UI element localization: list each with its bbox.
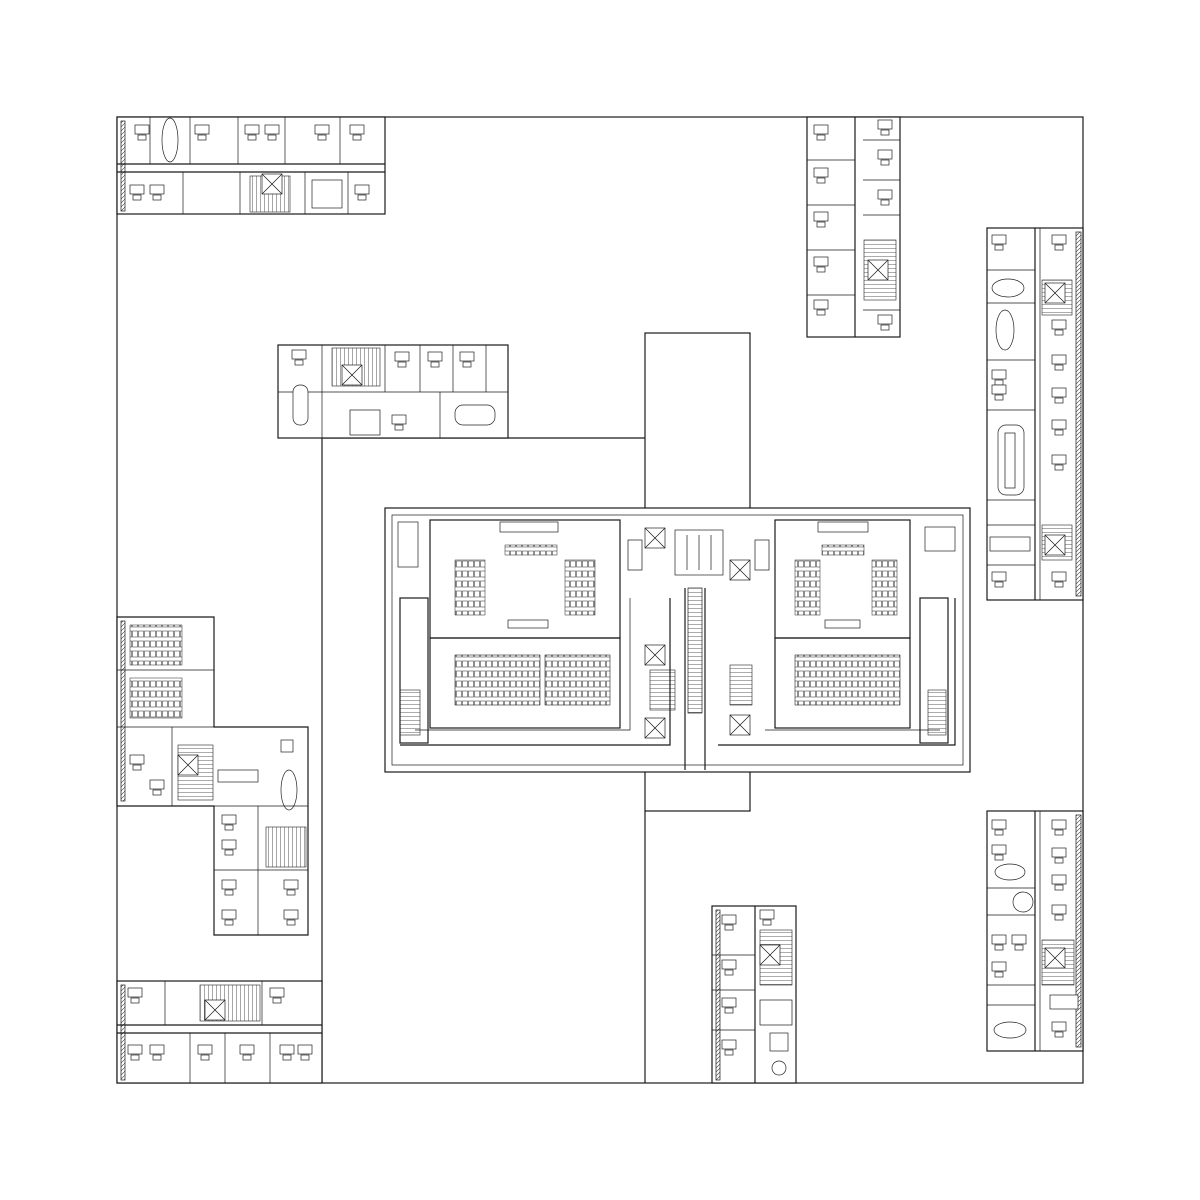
auditorium-core (627, 527, 770, 739)
office-block-upper-center (277, 344, 509, 439)
office-wing-right-upper (986, 227, 1084, 601)
office-wing-right-lower (986, 810, 1084, 1052)
lecture-hall-left (397, 519, 671, 746)
office-wing-top-right-vertical (806, 116, 901, 338)
office-wing-bottom-left (116, 980, 323, 1084)
auditorium-building (384, 507, 971, 773)
office-wing-bottom-center (711, 905, 797, 1084)
office-wing-top-left (116, 116, 386, 215)
lecture-hall-right (718, 519, 956, 746)
office-wing-left-middle (116, 616, 309, 936)
